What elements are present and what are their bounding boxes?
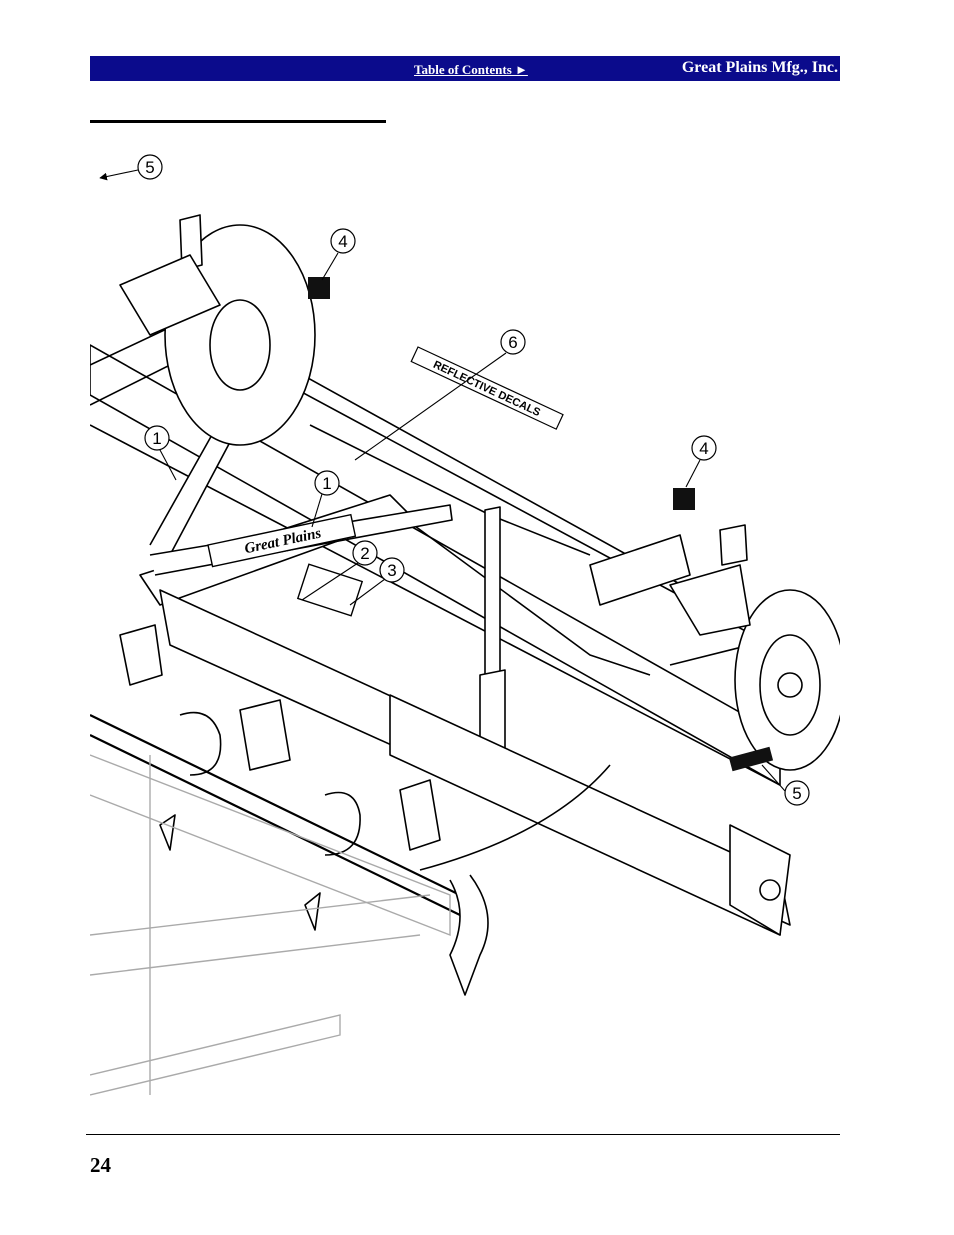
- callout-2: 2: [360, 544, 369, 563]
- page-number: 24: [90, 1153, 111, 1177]
- footer-rule: [86, 1134, 840, 1135]
- company-name: Great Plains Mfg., Inc.: [681, 59, 838, 76]
- callout-5-bottom: 5: [792, 784, 801, 803]
- section-rule: [90, 120, 386, 123]
- callout-4-left: 4: [338, 232, 347, 251]
- parts-diagram: REFLECTIVE DECALS Great Plains 5 4 6 1 1…: [90, 154, 840, 1096]
- callout-3: 3: [387, 561, 396, 580]
- callout-6: 6: [508, 333, 517, 352]
- header-bar: Table of Contents ► Great Plains Mfg., I…: [90, 56, 840, 81]
- callout-1-left: 1: [152, 429, 161, 448]
- table-of-contents-link[interactable]: Table of Contents ►: [414, 62, 528, 77]
- callout-4-right: 4: [699, 439, 708, 458]
- callout-1-center: 1: [322, 474, 331, 493]
- reflective-decal-text: REFLECTIVE DECALS: [431, 359, 542, 419]
- callout-5-top: 5: [145, 158, 154, 177]
